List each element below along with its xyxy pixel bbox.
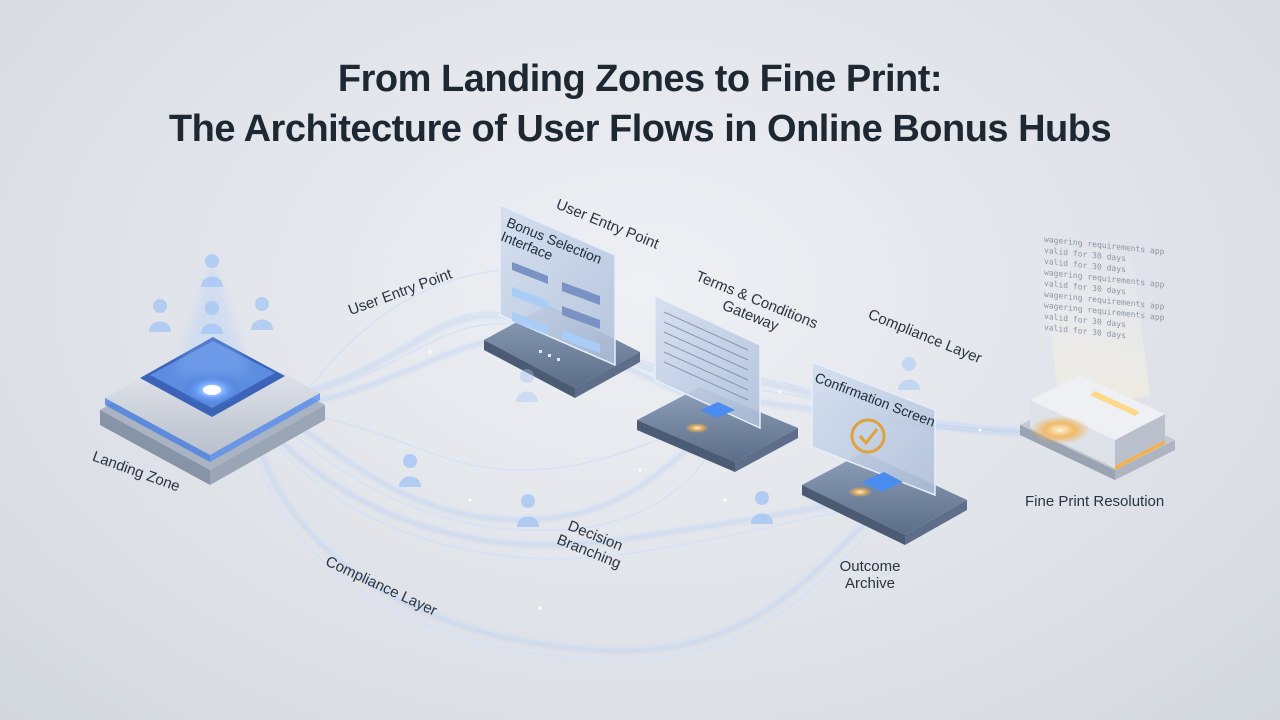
bonus-selection-panel — [484, 203, 640, 402]
user-icon — [149, 299, 171, 332]
user-icon — [898, 357, 920, 390]
user-icon — [517, 494, 539, 527]
landing-zone-platform — [100, 260, 325, 485]
outcome-archive-label: Outcome Archive — [839, 558, 901, 592]
fine-print-device — [1020, 240, 1175, 480]
checkmark-icon — [850, 418, 886, 454]
fine-print-text: wagering requirements apply valid for 30… — [1044, 234, 1164, 341]
user-icon — [751, 491, 773, 524]
user-icon — [399, 454, 421, 487]
confirmation-panel — [802, 357, 967, 545]
terms-gateway-panel — [637, 294, 798, 472]
user-icon — [251, 297, 273, 330]
title-line-1: From Landing Zones to Fine Print: — [337, 58, 943, 100]
fine-print-resolution-label: Fine Print Resolution — [1025, 493, 1165, 510]
title-line-2: The Architecture of User Flows in Online… — [168, 108, 1112, 150]
branch-users — [399, 454, 773, 527]
